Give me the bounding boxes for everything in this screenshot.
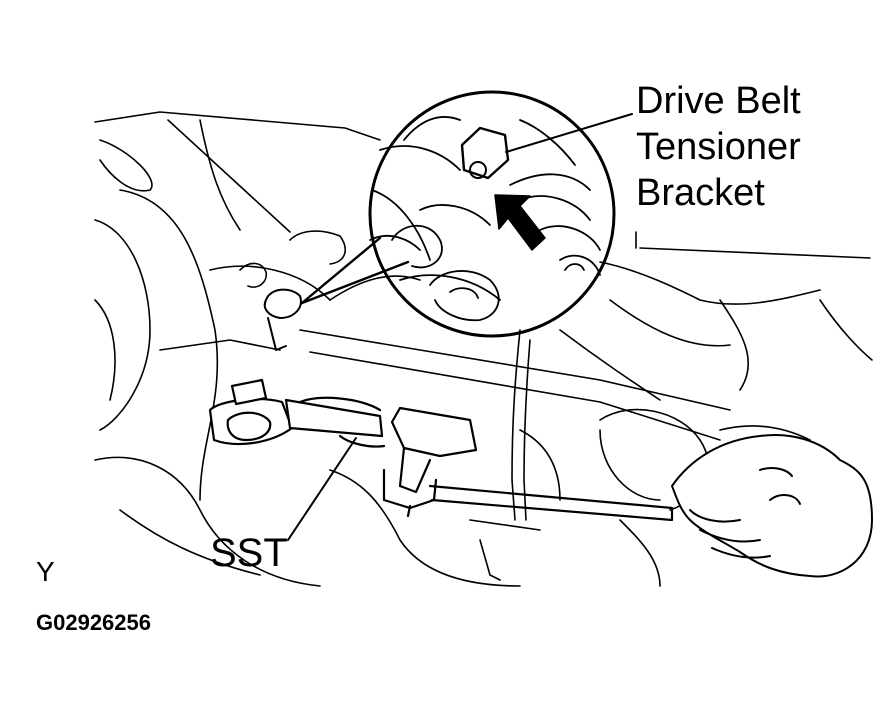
bracket-bolt bbox=[263, 288, 302, 351]
magnified-detail-circle bbox=[368, 90, 616, 338]
sst-label: SST bbox=[210, 531, 288, 575]
view-mark: Y bbox=[36, 556, 55, 587]
hand bbox=[671, 434, 873, 578]
figure-code: G02926256 bbox=[36, 610, 151, 635]
engine-background-lines bbox=[94, 111, 873, 587]
sst-tool bbox=[208, 378, 674, 522]
tensioner-bracket-nut bbox=[460, 126, 510, 180]
leader-lines bbox=[287, 113, 633, 541]
magnifier-connector-lines bbox=[300, 236, 410, 305]
sst-leader-line bbox=[287, 437, 357, 541]
indicator-arrow bbox=[494, 194, 546, 251]
callout-line-2: Tensioner bbox=[636, 126, 801, 168]
callout-line-1: Drive Belt bbox=[636, 80, 801, 122]
callout-line-3: Bracket bbox=[636, 172, 765, 214]
tensioner-bracket-callout: Drive Belt Tensioner Bracket bbox=[636, 78, 801, 216]
callout-leader-line bbox=[505, 113, 633, 153]
